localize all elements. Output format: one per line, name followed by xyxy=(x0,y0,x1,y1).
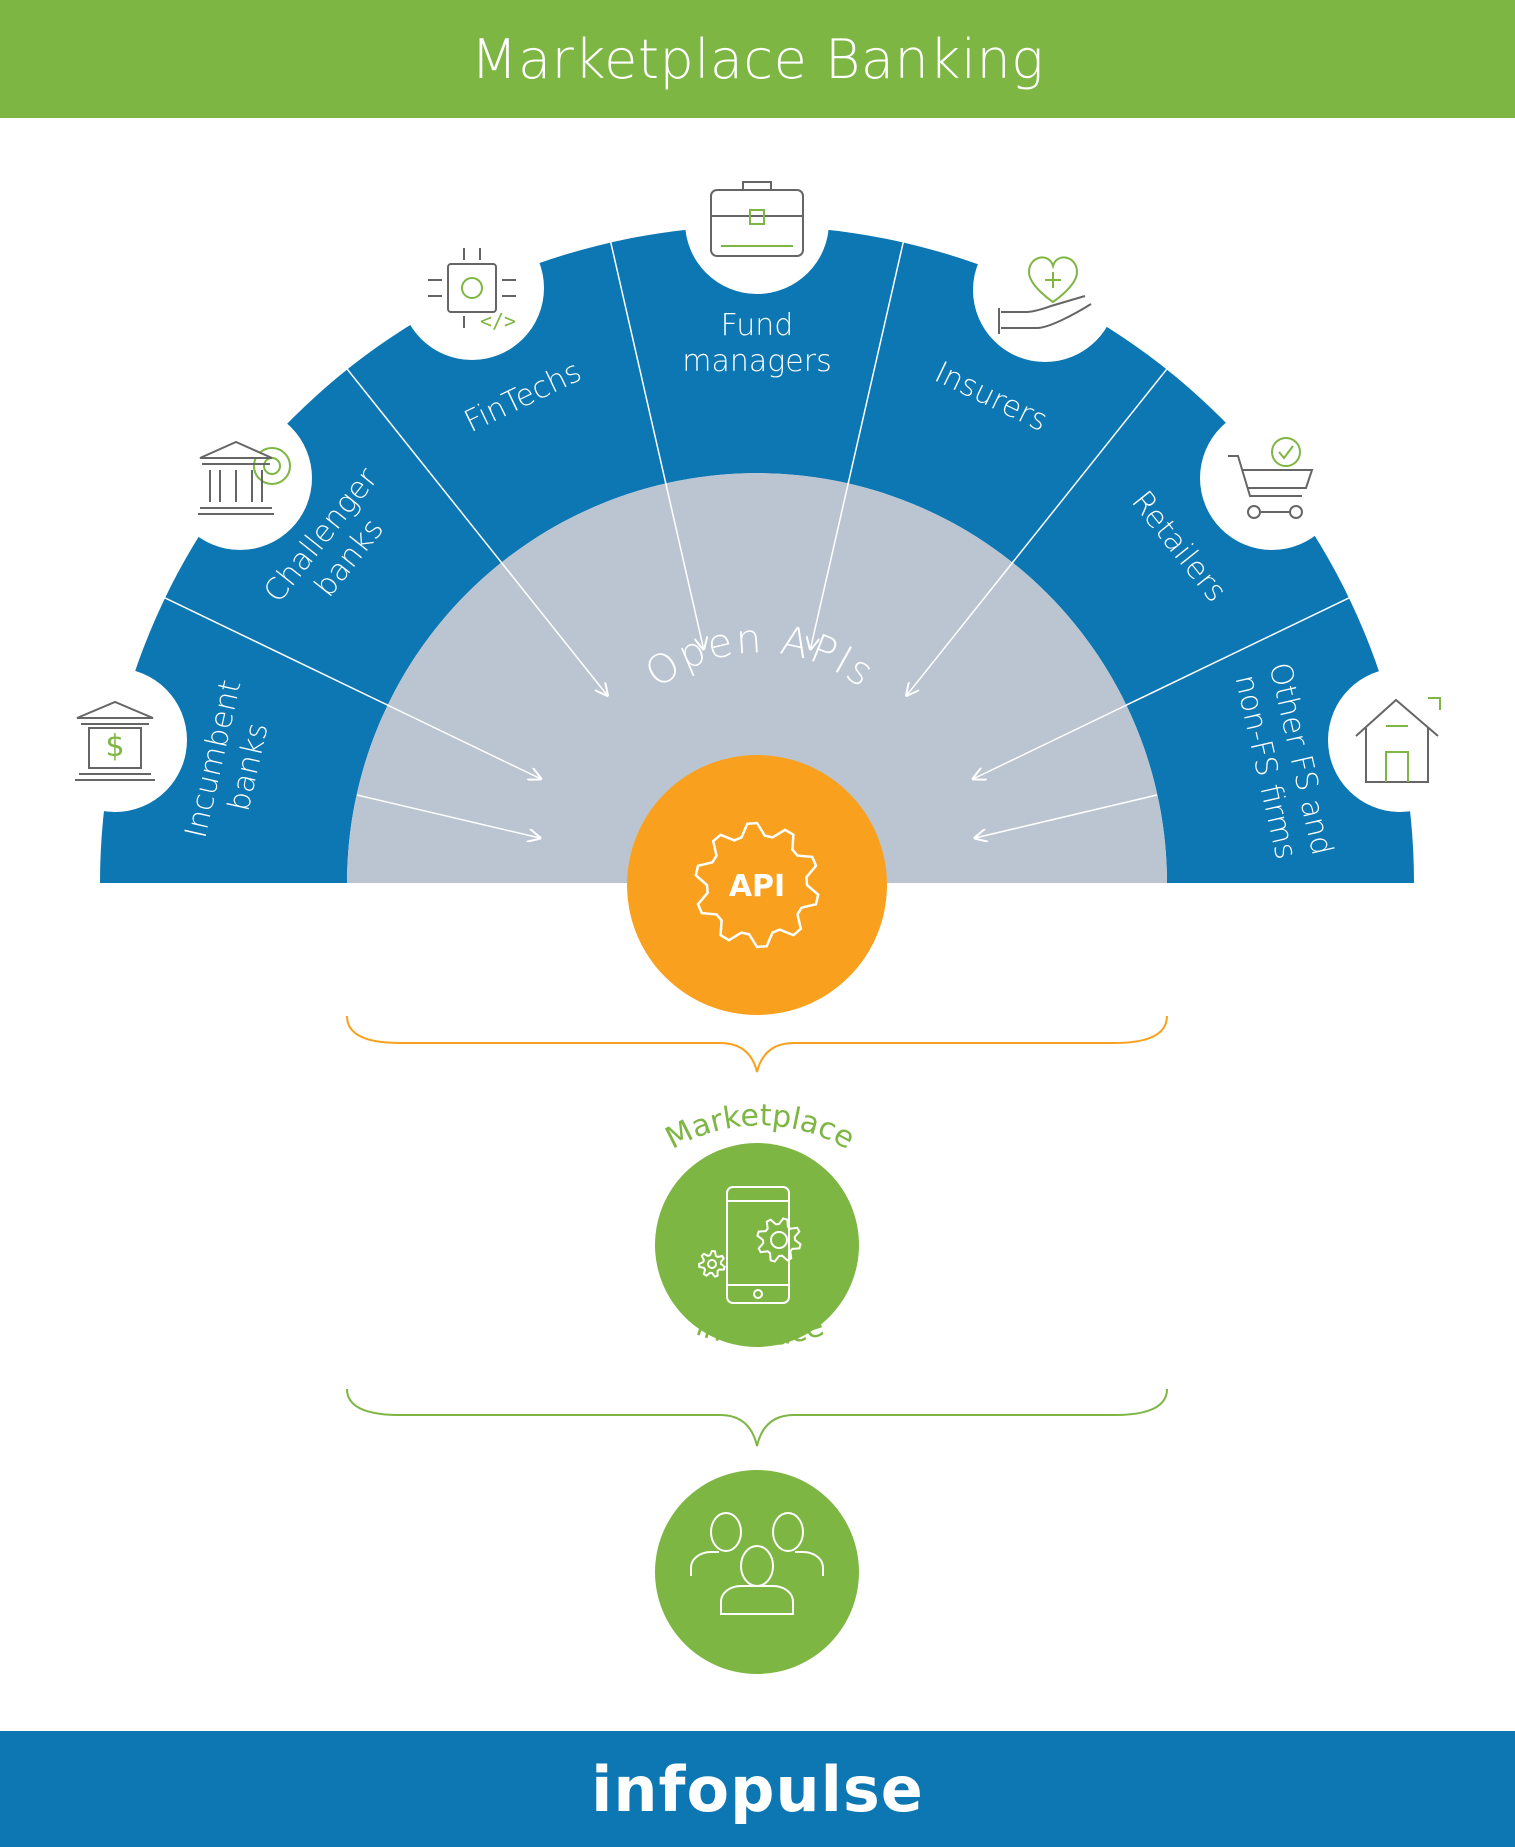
segment-dividers xyxy=(164,242,1350,706)
chip-code-icon: </> xyxy=(428,248,516,333)
marketplace-banking-diagram: IncumbentbanksChallengerbanksFinTechsFun… xyxy=(43,150,1472,1674)
green-brace xyxy=(346,1388,1168,1447)
users-circle xyxy=(655,1470,859,1674)
icon-notch xyxy=(1200,406,1344,550)
segment-divider xyxy=(610,242,667,484)
svg-text:$: $ xyxy=(105,729,124,764)
page-title: Marketplace Banking xyxy=(470,27,1045,91)
icon-notches xyxy=(43,150,1472,812)
api-arrow xyxy=(975,794,1158,838)
api-arrows xyxy=(356,481,1158,838)
segment-divider xyxy=(164,597,388,706)
phone-gear-icon xyxy=(697,1186,802,1304)
icon-notch xyxy=(1328,668,1472,812)
segment-divider xyxy=(1126,597,1350,706)
api-arrow xyxy=(973,703,1129,779)
segment-label-line: Fund xyxy=(721,308,794,343)
brand-logo: infopulse xyxy=(591,1752,924,1826)
api-arrow xyxy=(499,560,607,695)
marketplace-circle xyxy=(655,1143,859,1347)
house-icon xyxy=(1355,697,1441,783)
segment-divider xyxy=(346,368,502,563)
api-circle xyxy=(627,755,887,1015)
segment-divider xyxy=(1012,368,1168,563)
icon-notch xyxy=(400,216,544,360)
open-api-area xyxy=(347,473,1167,883)
bank-dollar-icon: $ xyxy=(75,700,155,781)
heart-hand-icon xyxy=(998,256,1092,334)
api-arrow xyxy=(810,481,850,649)
icon-notch xyxy=(43,668,187,812)
api-arrow xyxy=(385,703,541,779)
users-group-icon xyxy=(690,1512,824,1615)
api-arrow xyxy=(907,560,1015,695)
icon-notch xyxy=(168,406,312,550)
svg-text:</>: </> xyxy=(480,309,516,333)
footer-bar: infopulse xyxy=(0,1731,1515,1847)
cart-check-icon xyxy=(1228,437,1314,519)
orange-brace xyxy=(346,1015,1168,1073)
api-badge: API xyxy=(729,869,785,904)
icon-notch xyxy=(973,218,1117,362)
bank-gear-icon xyxy=(198,440,291,515)
api-arrow xyxy=(664,481,703,649)
gear-outline-icon xyxy=(694,821,820,949)
segment-divider xyxy=(847,242,904,484)
api-arrow xyxy=(356,794,540,838)
header-bar: Marketplace Banking xyxy=(0,0,1515,118)
icon-notch xyxy=(685,150,829,294)
briefcase-icon xyxy=(710,181,804,257)
partner-ring xyxy=(100,226,1414,883)
segment-label-line: managers xyxy=(682,344,831,379)
